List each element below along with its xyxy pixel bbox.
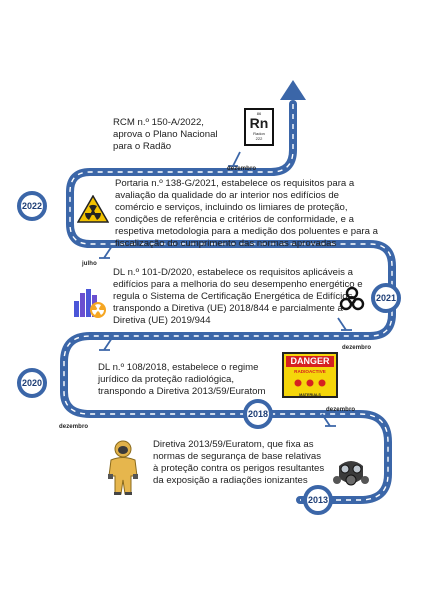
month-label: dezembro	[326, 407, 356, 413]
element-symbol: Rn	[249, 115, 269, 131]
gas-mask-icon	[333, 461, 369, 486]
hazmat-suit-icon	[108, 440, 138, 495]
radiation-symbols-icon	[294, 379, 326, 387]
event-text: DL n.º 101-D/2020, estabelece os requisi…	[113, 267, 363, 326]
year-badge-2013: 2013	[303, 485, 333, 515]
event-text: DL n.º 108/2018, estabelece o regime jur…	[98, 362, 266, 397]
month-label: dezembro	[59, 424, 89, 430]
biohazard-icon	[339, 287, 365, 311]
danger-sign-title: DANGER	[286, 356, 334, 367]
year-badge-2021: 2021	[371, 283, 401, 313]
radon-element-tile: 86 Rn Radon 222	[244, 108, 274, 146]
atomic-mass: 222	[255, 136, 263, 141]
road-arrow-icon	[280, 80, 306, 100]
month-label: dezembro	[342, 345, 372, 351]
danger-sign-line1: RADIOACTIVE	[294, 369, 326, 374]
element-name: Radon	[253, 131, 265, 136]
event-text: Portaria n.º 138-G/2021, estabelece os r…	[115, 178, 378, 249]
year-badge-2022: 2022	[17, 191, 47, 221]
month-label: dezembro	[227, 166, 257, 172]
event-text: Diretiva 2013/59/Euratom, que fixa as no…	[153, 439, 325, 486]
atomic-number: 86	[256, 111, 262, 116]
month-label: julho	[82, 261, 97, 267]
event-text: RCM n.º 150-A/2022, aprova o Plano Nacio…	[113, 117, 218, 152]
year-badge-2020: 2020	[17, 368, 47, 398]
danger-radioactive-sign: DANGER RADIOACTIVE MATERIALS	[282, 352, 338, 398]
danger-sign-line2: MATERIALS	[299, 393, 321, 397]
radiation-warning-icon	[77, 195, 109, 223]
year-badge-2018: 2018	[243, 399, 273, 429]
energy-bars-icon	[74, 289, 106, 318]
